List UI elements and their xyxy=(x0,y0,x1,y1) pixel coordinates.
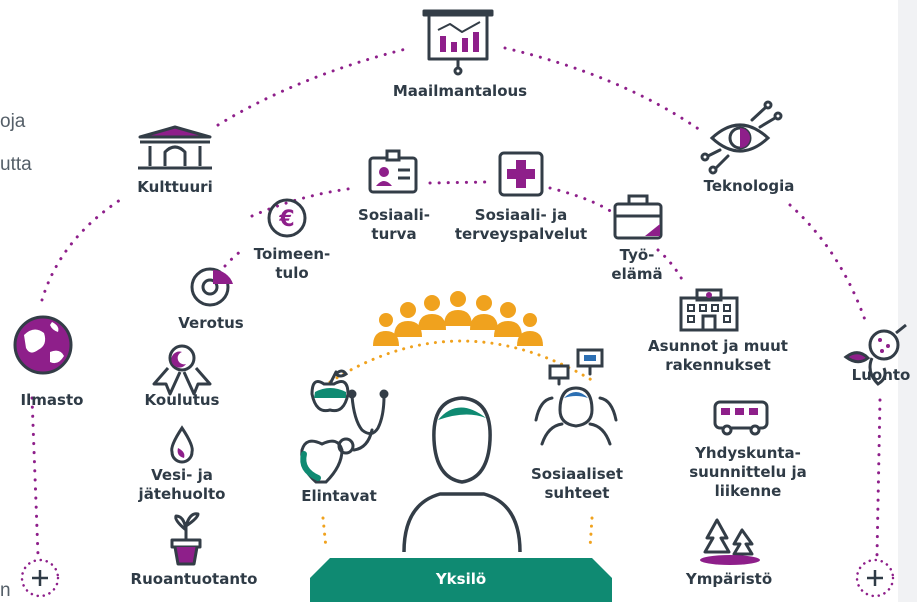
label-line: Sosiaali- xyxy=(358,206,430,224)
award-medal-icon xyxy=(152,344,212,396)
label-line: Sosiaaliset xyxy=(531,465,623,483)
label-line: suhteet xyxy=(544,484,610,502)
label-line: Yhdyskunta- xyxy=(695,444,801,462)
potted-plant-icon xyxy=(170,512,202,566)
pie-chart-icon xyxy=(190,267,233,307)
presentation-chart-icon xyxy=(422,9,494,76)
people-talking-icon xyxy=(534,348,618,446)
label-vesi: Vesi- ja jätehuolto xyxy=(139,466,226,504)
label-asunnot: Asunnot ja muut rakennukset xyxy=(648,337,788,375)
person-icon xyxy=(402,396,522,553)
apple-heart-stethoscope-icon xyxy=(300,369,389,484)
label-yhdyskunta: Yhdyskunta- suunnittelu ja liikenne xyxy=(689,444,807,501)
label-line: tulo xyxy=(275,264,309,282)
briefcase-icon xyxy=(613,194,663,240)
trees-icon xyxy=(700,518,760,565)
nature-icon xyxy=(843,323,907,386)
museum-icon xyxy=(138,125,212,170)
partial-text-1: oja xyxy=(0,111,26,132)
yksilo-base xyxy=(310,558,612,602)
partial-text-2: utta xyxy=(0,154,32,175)
crowd-icon xyxy=(373,291,543,346)
label-line: elämä xyxy=(611,265,663,283)
outer-dotted-arc xyxy=(30,46,882,557)
svg-text:€: € xyxy=(278,207,294,232)
label-line: Vesi- ja xyxy=(151,466,213,484)
label-line: Toimeen- xyxy=(253,245,331,263)
partial-text-3: n xyxy=(0,580,11,601)
label-maailmantalous: Maailmantalous xyxy=(392,82,528,100)
label-kulttuuri: Kulttuuri xyxy=(137,178,213,196)
label-ilmasto: Ilmasto xyxy=(20,391,84,409)
label-ruoantuotanto: Ruoantuotanto xyxy=(130,570,258,588)
id-card-icon xyxy=(368,149,418,194)
label-yksilo: Yksilö xyxy=(435,570,487,588)
office-building-icon xyxy=(679,288,739,332)
medical-cross-icon xyxy=(498,151,544,197)
inner-dotted-arc xyxy=(223,180,687,287)
euro-coin-icon: € xyxy=(267,198,307,238)
label-teknologia: Teknologia xyxy=(703,177,795,195)
label-luonto: Luonto xyxy=(851,366,911,384)
label-tyoelama: Työ- elämä xyxy=(611,246,662,284)
label-line: terveyspalvelut xyxy=(454,225,588,243)
label-ymparisto: Ympäristö xyxy=(685,570,773,588)
label-line: rakennukset xyxy=(665,356,771,374)
label-elintavat: Elintavat xyxy=(301,487,377,505)
label-line: turva xyxy=(371,225,417,243)
globe-icon xyxy=(13,315,73,375)
side-panel-edge xyxy=(898,0,917,602)
label-koulutus: Koulutus xyxy=(144,391,220,409)
eye-circuit-icon xyxy=(700,100,783,175)
label-sote: Sosiaali- ja terveyspalvelut xyxy=(455,206,587,244)
label-line: suunnittelu ja xyxy=(689,463,807,481)
label-line: Asunnot ja muut xyxy=(648,337,788,355)
label-sosiaaliset-suhteet: Sosiaaliset suhteet xyxy=(531,465,623,503)
bus-icon xyxy=(713,400,769,436)
label-verotus: Verotus xyxy=(178,314,244,332)
orange-dotted-arc xyxy=(321,339,597,550)
label-line: Sosiaali- ja xyxy=(474,206,568,224)
label-toimeentulo: Toimeen- tulo xyxy=(254,245,331,283)
label-line: liikenne xyxy=(714,482,782,500)
label-sosiaaliturva: Sosiaali- turva xyxy=(358,206,430,244)
water-drop-icon xyxy=(170,425,194,464)
label-line: Työ- xyxy=(619,246,655,264)
label-line: jätehuolto xyxy=(138,485,226,503)
plus-icon xyxy=(20,558,895,598)
